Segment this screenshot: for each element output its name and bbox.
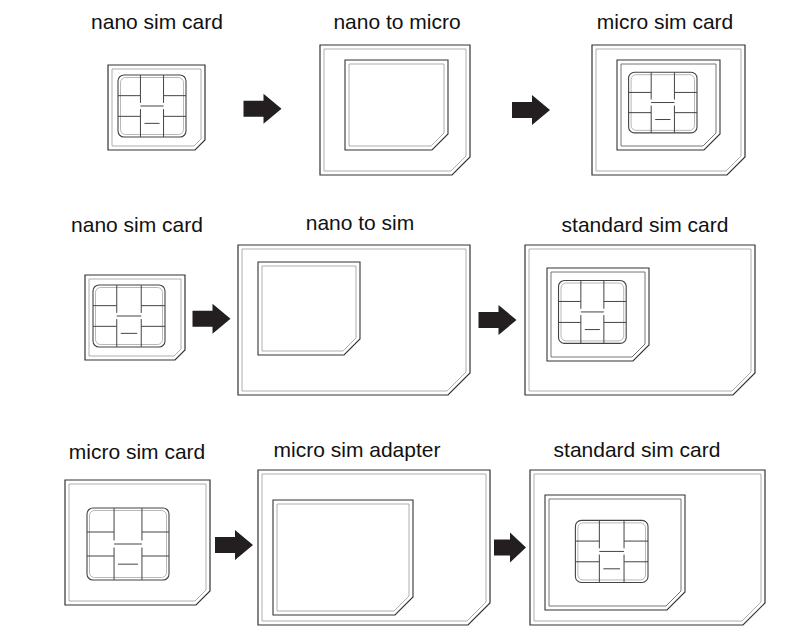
- slot-edge: [349, 64, 444, 146]
- adapter-slot: [258, 262, 360, 355]
- sim-card-figure: nano to micro: [320, 45, 470, 175]
- block-arrow: [193, 304, 231, 334]
- adapter-slot: [545, 495, 685, 610]
- card-label: standard sim card: [554, 438, 721, 461]
- card-drawing: [320, 45, 470, 175]
- card-drawing: [108, 65, 205, 150]
- inserted-card: [551, 272, 645, 357]
- sim-card-figure: nano sim card: [85, 275, 185, 360]
- card-drawing: [238, 245, 470, 395]
- card-drawing: [525, 245, 755, 395]
- adapter-slot: [345, 60, 448, 150]
- card-label: nano sim card: [91, 10, 223, 33]
- card-edge: [534, 474, 761, 621]
- card-label: nano to sim: [306, 211, 415, 234]
- inserted-card: [549, 499, 681, 606]
- card-drawing: [65, 480, 210, 605]
- slot-edge: [277, 504, 409, 611]
- sim-card-figure: nano to sim: [238, 245, 470, 395]
- card-outline: [530, 470, 765, 625]
- sim-card-figure: micro sim card: [65, 480, 210, 605]
- slot-edge: [262, 266, 356, 351]
- card-outline: [592, 45, 745, 175]
- card-outline: [320, 45, 470, 175]
- block-arrow: [244, 94, 282, 124]
- card-label: micro sim card: [69, 440, 206, 463]
- block-arrow: [479, 305, 517, 335]
- card-drawing: [85, 275, 185, 360]
- card-edge: [324, 49, 466, 171]
- block-arrow: [512, 95, 550, 125]
- card-drawing: [258, 470, 490, 625]
- adapter-slot: [617, 60, 720, 150]
- inserted-card: [621, 64, 716, 146]
- block-arrow: [215, 530, 253, 560]
- chip-contacts: [93, 285, 165, 347]
- sim-card-figure: micro sim card: [592, 45, 745, 175]
- sim-card-figure: standard sim card: [530, 470, 765, 625]
- chip-contacts: [87, 508, 169, 580]
- card-label: nano to micro: [333, 10, 460, 33]
- card-outline: [258, 470, 490, 625]
- sim-card-figure: nano sim card: [108, 65, 205, 150]
- block-arrow: [494, 533, 526, 563]
- card-outline: [108, 65, 205, 150]
- card-edge: [89, 279, 181, 356]
- card-drawing: [592, 45, 745, 175]
- sim-card-figure: micro sim adapter: [258, 470, 490, 625]
- chip-contacts: [629, 72, 697, 133]
- adapter-slot: [547, 268, 649, 361]
- card-edge: [262, 474, 486, 621]
- adapter-slot: [273, 500, 413, 615]
- card-edge: [112, 69, 201, 146]
- chip-contacts: [559, 281, 627, 344]
- card-label: nano sim card: [71, 213, 203, 236]
- card-label: standard sim card: [562, 213, 729, 236]
- card-outline: [65, 480, 210, 605]
- card-outline: [525, 245, 755, 395]
- card-edge: [242, 249, 466, 391]
- card-drawing: [530, 470, 765, 625]
- card-label: micro sim card: [597, 10, 734, 33]
- sim-card-figure: standard sim card: [525, 245, 755, 395]
- chip-contacts: [118, 75, 186, 137]
- card-edge: [529, 249, 751, 391]
- card-label: micro sim adapter: [274, 438, 441, 461]
- card-edge: [596, 49, 741, 171]
- card-outline: [85, 275, 185, 360]
- card-outline: [238, 245, 470, 395]
- card-edge: [69, 484, 206, 601]
- chip-contacts: [575, 520, 648, 582]
